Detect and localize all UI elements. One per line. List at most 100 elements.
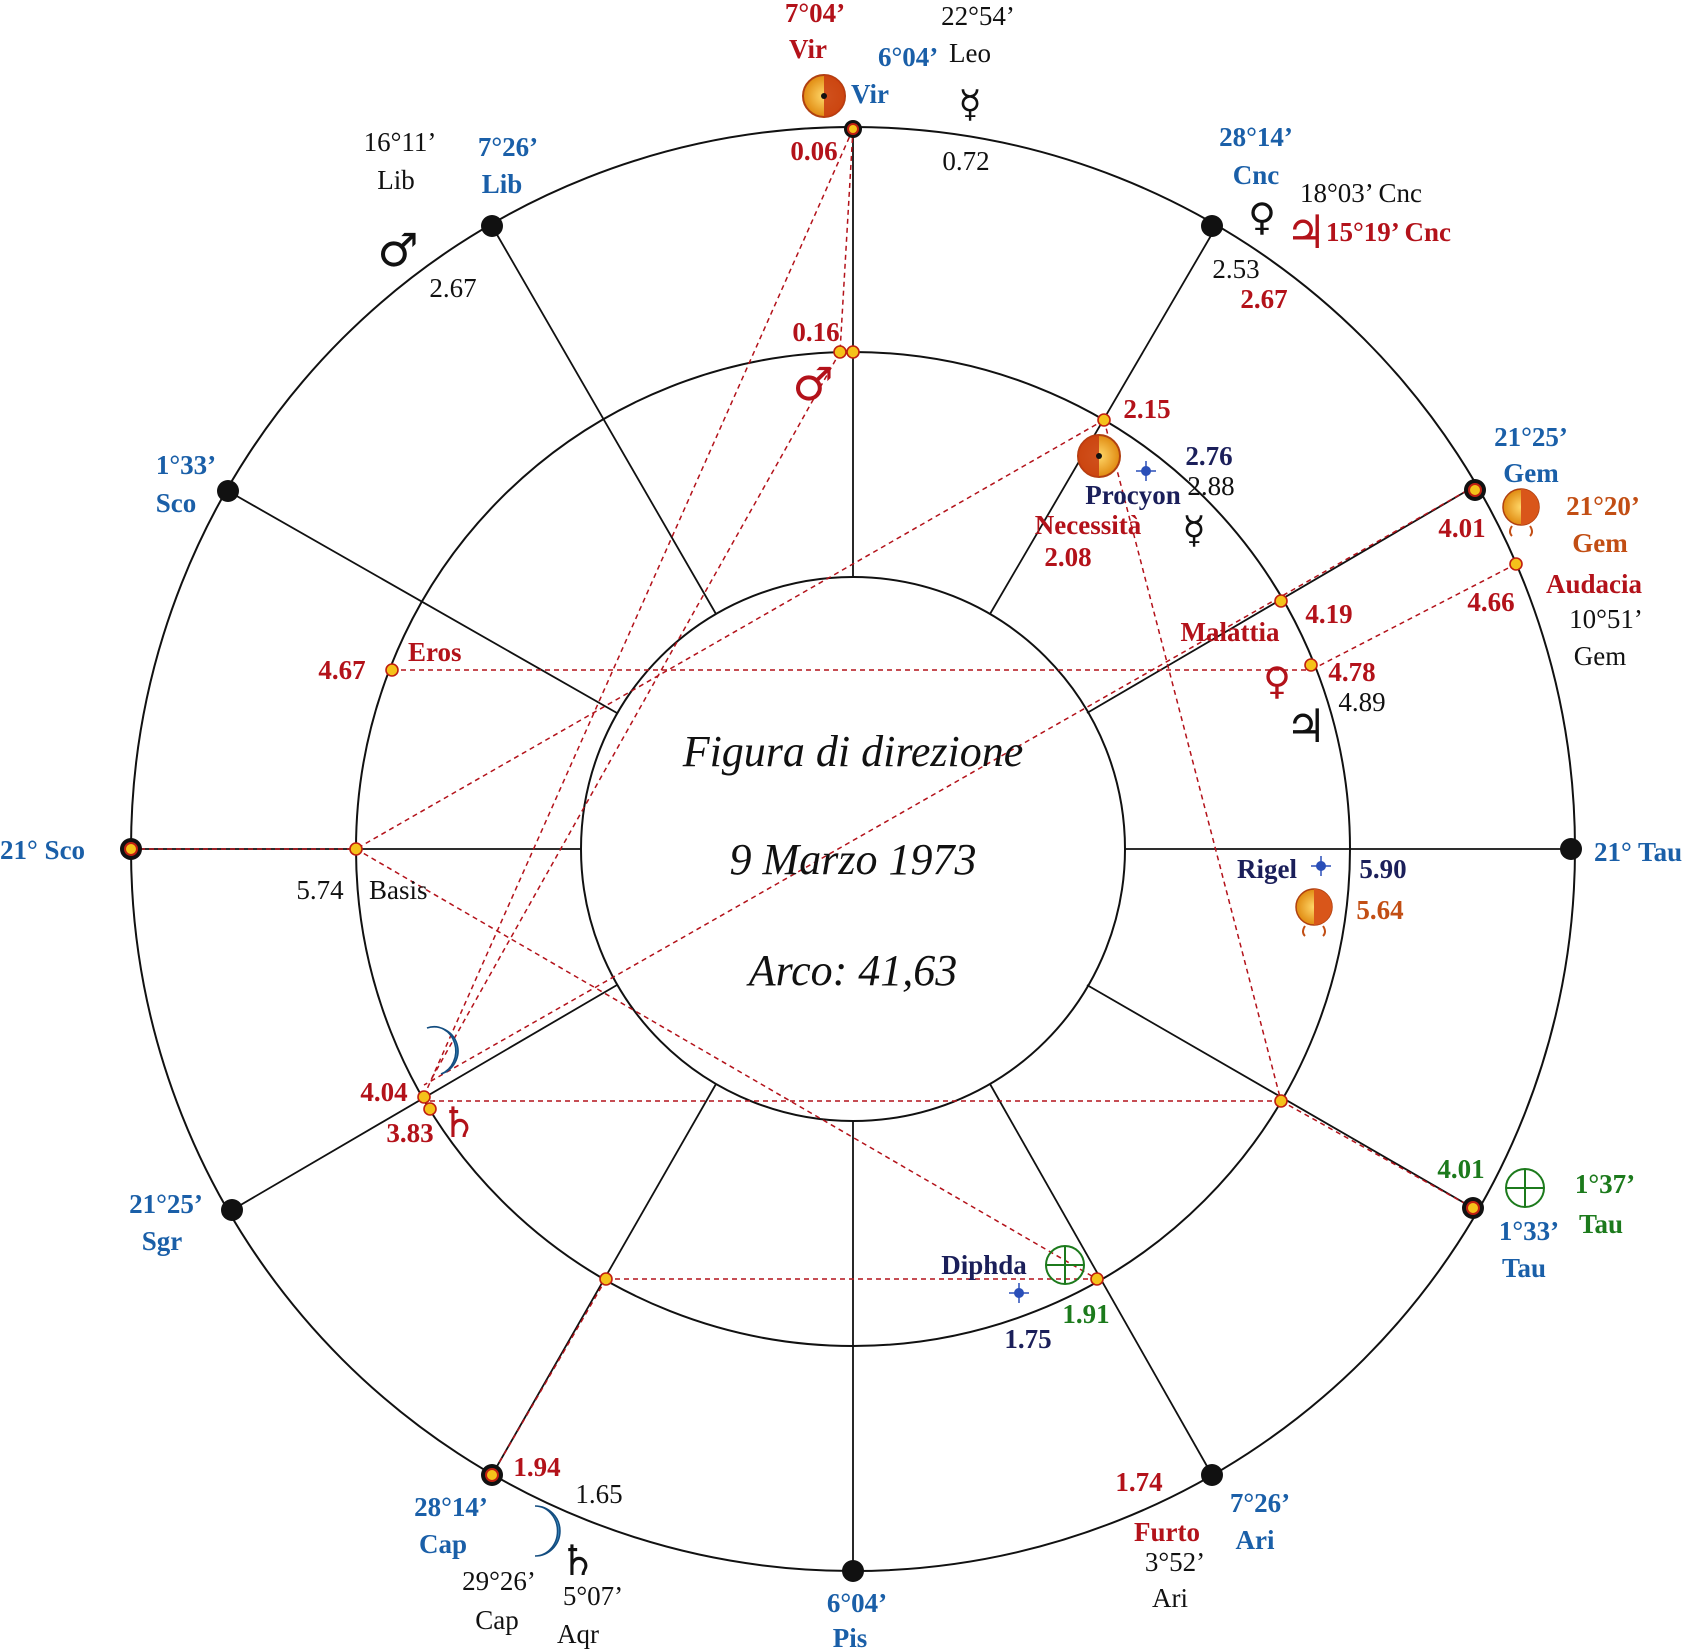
mercury-icon: ☿	[958, 82, 981, 126]
mercury-degree: 22°54’	[941, 1, 1015, 31]
sun-icon	[802, 74, 846, 118]
lot-eros-value: 4.67	[318, 655, 365, 685]
cusp-10-degree: 6°04’	[878, 42, 938, 72]
part-of-fortune-icon	[1505, 1168, 1545, 1208]
north-node-degree: 21°20’	[1566, 491, 1640, 521]
cusp-12-sign: Gem	[1503, 458, 1559, 488]
cusp-11-sign: Cnc	[1233, 160, 1280, 190]
mercury-sign: Leo	[949, 38, 991, 68]
jupiter-position: 15°19’ Cnc	[1326, 217, 1451, 247]
lot-eros: Eros	[408, 637, 462, 667]
lot-furto-value: 1.74	[1115, 1467, 1162, 1497]
mars-icon: ♂	[377, 223, 418, 277]
star-icons	[1009, 461, 1331, 1303]
saturn-sign: Aqr	[557, 1619, 599, 1649]
north-node-sign: Gem	[1572, 528, 1628, 558]
lot-audacia: Audacia	[1546, 569, 1643, 599]
cusp-4-sign: Pis	[833, 1623, 868, 1652]
cusp-3-degree: 7°26’	[1230, 1488, 1290, 1518]
part-of-fortune-icon-inner	[1045, 1245, 1085, 1285]
north-node-icon	[1502, 488, 1540, 537]
lot-basis: Basis	[369, 875, 428, 905]
cusp-4-degree: 6°04’	[827, 1588, 887, 1618]
moon-sign: Cap	[475, 1605, 519, 1635]
lot-furto: Furto	[1134, 1517, 1200, 1547]
direction-mercury-inner: 2.88	[1187, 471, 1234, 501]
cusp-dots	[120, 120, 1582, 1582]
cusp-6-degree: 21°25’	[129, 1189, 203, 1219]
cusp-7-label: 21° Sco	[0, 835, 85, 865]
direction-moon-inner: 4.04	[360, 1077, 407, 1107]
cusp-2-sign: Tau	[1502, 1253, 1546, 1283]
cusp-10-sign: Vir	[851, 79, 889, 109]
highlighted-cusp-dots	[124, 123, 1482, 1482]
direction-saturn-inner: 3.83	[386, 1118, 433, 1148]
mars-value: 2.67	[429, 273, 476, 303]
mars-icon-inner: ♂	[792, 357, 833, 411]
mercury-icon-inner: ☿	[1182, 508, 1205, 552]
direction-asc-12: 4.01	[1438, 513, 1485, 543]
direction-pof-inner: 1.91	[1062, 1299, 1109, 1329]
lot-necessita: Necessità	[1035, 510, 1142, 540]
star-procyon: Procyon	[1085, 480, 1181, 510]
saturn-icon: ♄	[559, 1536, 597, 1585]
lot-audacia-degree: 10°51’	[1569, 604, 1643, 634]
direction-markers	[349, 345, 1523, 1286]
mars-sign: Lib	[377, 165, 415, 195]
lot-furto-sign: Ari	[1152, 1583, 1188, 1613]
mars-degree: 16°11’	[364, 127, 437, 157]
chart-date: 9 Marzo 1973	[730, 835, 977, 884]
north-node-icon-inner	[1295, 888, 1333, 937]
direction-lines	[131, 128, 1517, 1476]
jupiter-icon-inner: ♃	[1285, 699, 1326, 753]
cusp-2-degree: 1°33’	[1499, 1216, 1559, 1246]
sun-degree: 7°04’	[785, 0, 845, 28]
sun-sign: Vir	[789, 34, 827, 64]
direction-mars-mc: 0.16	[792, 317, 839, 347]
saturn-icon-inner: ♄	[440, 1098, 478, 1147]
star-rigel-value: 5.90	[1359, 854, 1406, 884]
venus-value: 2.53	[1212, 254, 1259, 284]
pof-sign: Tau	[1579, 1209, 1623, 1239]
star-rigel: Rigel	[1237, 854, 1297, 884]
moon-icon-inner	[426, 1025, 459, 1075]
direction-north-node-inner: 5.64	[1356, 895, 1403, 925]
direction-venus-inner: 4.89	[1338, 687, 1385, 717]
lot-furto-degree: 3°52’	[1145, 1547, 1205, 1577]
chart-title: Figura di direzione	[682, 727, 1024, 776]
direction-sun-mc: 0.06	[790, 136, 837, 166]
star-diphda: Diphda	[941, 1250, 1027, 1280]
cusp-1-label: 21° Tau	[1594, 837, 1682, 867]
cusp-6-sign: Sgr	[142, 1226, 183, 1256]
lot-basis-value: 5.74	[296, 875, 344, 905]
sun-icon-inner	[1077, 434, 1121, 478]
direction-sun-inner: 2.15	[1123, 394, 1170, 424]
pof-degree: 1°37’	[1575, 1169, 1635, 1199]
venus-icon-inner: ♀	[1263, 659, 1291, 703]
cusp-9-sign: Lib	[482, 169, 523, 199]
venus-position: 18°03’ Cnc	[1300, 178, 1422, 208]
moon-degree: 29°26’	[462, 1566, 536, 1596]
mercury-value: 0.72	[942, 146, 989, 176]
saturn-value: 1.65	[575, 1479, 622, 1509]
direction-ic-5: 1.94	[513, 1452, 560, 1482]
lot-necessita-value: 2.08	[1044, 542, 1091, 572]
venus-icon: ♀	[1248, 195, 1276, 239]
lot-audacia-sign: Gem	[1574, 641, 1626, 671]
star-procyon-value: 2.76	[1185, 441, 1232, 471]
cusp-8-degree: 1°33’	[156, 450, 216, 480]
moon-icon	[534, 1505, 561, 1557]
cusp-11-degree: 28°14’	[1219, 122, 1293, 152]
chart-arc: Arco: 41,63	[746, 946, 958, 995]
cusp-12-degree: 21°25’	[1494, 422, 1568, 452]
direction-asc-pof: 4.01	[1437, 1154, 1484, 1184]
cusp-8-sign: Sco	[156, 488, 197, 518]
jupiter-value: 2.67	[1240, 284, 1287, 314]
direction-jupiter-inner: 4.78	[1328, 657, 1375, 687]
cusp-5-degree: 28°14’	[414, 1492, 488, 1522]
jupiter-icon: ♃	[1285, 205, 1326, 259]
cusp-9-degree: 7°26’	[478, 132, 538, 162]
cusp-3-sign: Ari	[1236, 1525, 1275, 1555]
cusp-5-sign: Cap	[419, 1529, 467, 1559]
